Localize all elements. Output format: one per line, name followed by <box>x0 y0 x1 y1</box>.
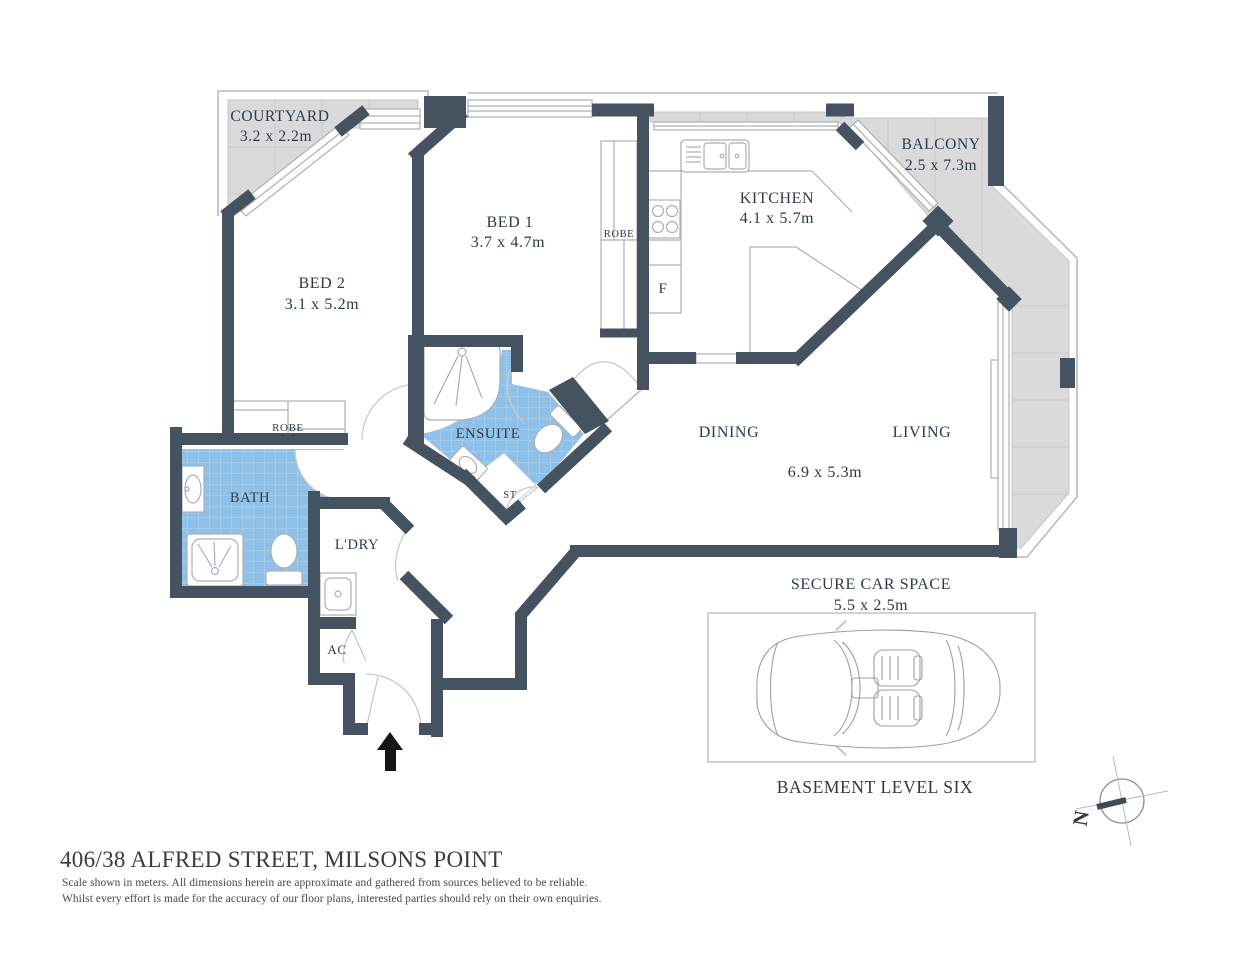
disclaimer-line2: Whilst every effort is made for the accu… <box>62 893 602 905</box>
bed2-top-window <box>359 108 421 130</box>
robe-bed2-joinery <box>232 400 346 438</box>
ensuite-label: ENSUITE <box>456 426 521 442</box>
bed1-top-window <box>467 99 593 118</box>
robe-bed2-label: ROBE <box>272 422 304 434</box>
fridge-label: F <box>659 281 668 297</box>
aircon-label: AC <box>327 642 346 657</box>
kitchen-sink-icon <box>680 139 750 173</box>
car-space-title: SECURE CAR SPACE <box>791 576 951 593</box>
bed2-diagonal-window <box>235 124 350 217</box>
living-label: LIVING <box>893 424 952 441</box>
bed2-door-swing <box>361 383 419 441</box>
service-shaft <box>549 377 609 434</box>
store-label: ST <box>503 490 516 501</box>
compass-north-label: N <box>1068 808 1094 828</box>
laundry-label: L'DRY <box>335 537 379 553</box>
bed2-dims: 3.1 x 5.2m <box>285 296 359 313</box>
bed2-label: BED 2 <box>299 275 346 292</box>
living-east-window <box>990 301 1010 531</box>
entry-arrow-icon <box>377 732 403 771</box>
car-icon <box>756 620 1001 756</box>
bath-shower-icon <box>186 533 244 587</box>
living-dining-dims: 6.9 x 5.3m <box>788 464 862 481</box>
bath-door-swing <box>295 450 345 500</box>
kitchen-balcony-window <box>848 119 939 212</box>
robe-bed1-label: ROBE <box>604 229 634 240</box>
balcony-boundary <box>1001 183 1078 558</box>
address-title: 406/38 ALFRED STREET, MILSONS POINT <box>60 847 503 872</box>
cooktop-icon <box>647 199 681 239</box>
bath-toilet-icon <box>265 533 303 586</box>
balcony-label: BALCONY <box>901 136 980 153</box>
disclaimer-line1: Scale shown in meters. All dimensions he… <box>62 877 587 889</box>
courtyard-label: COURTYARD <box>230 108 329 125</box>
kitchen-dims: 4.1 x 5.7m <box>740 210 814 227</box>
kitchen-top-window <box>653 121 839 131</box>
robe-bed1-joinery <box>600 140 638 332</box>
bath-label: BATH <box>230 490 270 506</box>
balcony-dims: 2.5 x 7.3m <box>905 157 977 174</box>
bed1-label: BED 1 <box>487 214 534 231</box>
bed1-dims: 3.7 x 4.7m <box>471 234 545 251</box>
compass-icon: N <box>1068 755 1169 847</box>
walls <box>170 96 1075 737</box>
ac-door-swing <box>342 629 367 664</box>
joinery <box>181 139 864 616</box>
bed1-door-swing <box>574 361 642 389</box>
courtyard-dims: 3.2 x 2.2m <box>240 128 312 145</box>
car-space-outline <box>707 612 1036 763</box>
car-space-level: BASEMENT LEVEL SIX <box>777 777 974 797</box>
ensuite-toilet-icon <box>533 405 582 454</box>
kitchen-label: KITCHEN <box>740 190 814 207</box>
balcony-grid <box>699 112 1069 495</box>
windows <box>235 99 1010 531</box>
laundry-tub-icon <box>319 572 357 616</box>
dining-label: DINING <box>699 424 759 441</box>
car-space-dims: 5.5 x 2.5m <box>834 597 908 614</box>
car-space <box>707 612 1036 763</box>
ensuite-shower-icon <box>423 343 501 421</box>
bath-sink-icon <box>181 465 205 513</box>
entry-door-swing <box>365 673 422 730</box>
ensuite-door-swing <box>506 368 525 424</box>
kitchen-counters <box>648 142 864 364</box>
